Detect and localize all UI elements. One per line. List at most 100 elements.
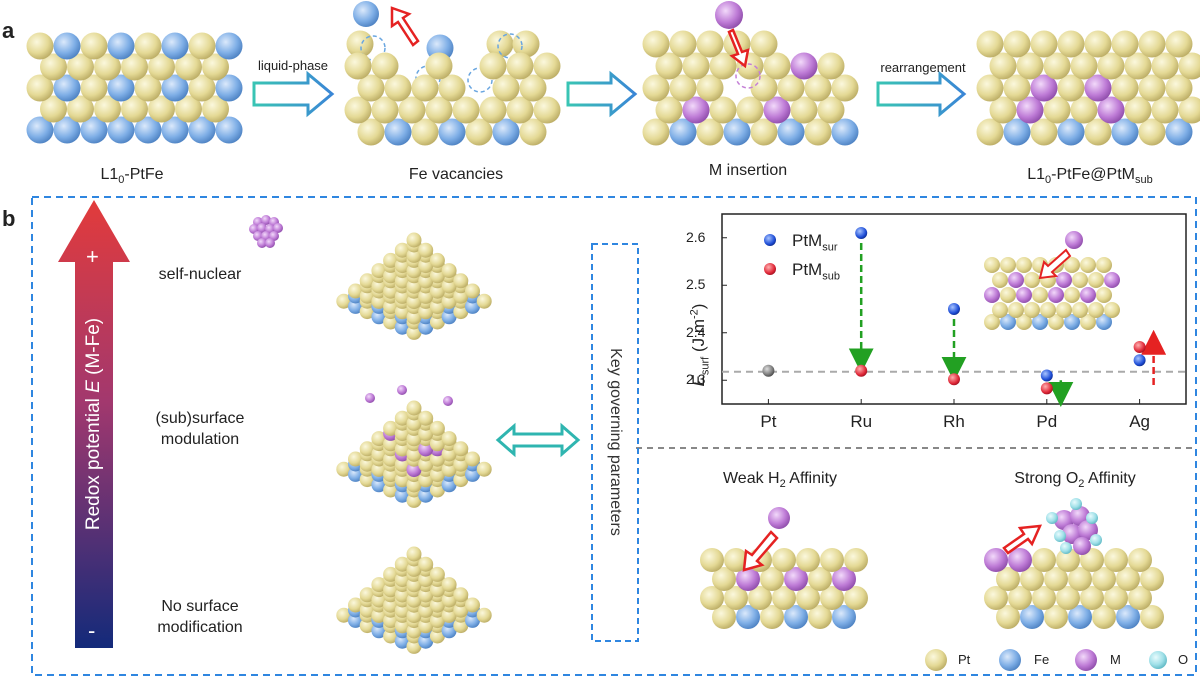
pt-atom [406,232,422,248]
pt-atom [1088,272,1104,288]
pt-atom [406,577,422,593]
cluster-m-atom [265,238,275,248]
pt-atom [394,572,410,588]
pt-atom [1096,287,1112,303]
cluster-m-atom [273,223,283,233]
pt-atom [1128,548,1152,572]
pt-atom [429,613,445,629]
fe-atom [161,74,189,102]
pt-atom [736,96,764,124]
caption-l10-ptfe: L10-PtFe [100,166,164,187]
m-atom [1056,272,1072,288]
fe-atom [53,32,81,60]
pt-atom [438,74,466,102]
pyramid-no-modification [336,546,492,654]
pt-atom [418,602,434,618]
pt-atom [989,96,1017,124]
red-escape-arrow-o2 [1002,524,1043,555]
legend-sphere-fe [999,649,1021,671]
pt-atom [357,118,385,146]
pt-atom [992,272,1008,288]
pt-atom [1116,567,1140,591]
pt-atom [1096,257,1112,273]
m-atom [1016,96,1044,124]
m-atom [418,441,434,457]
pt-atom [808,567,832,591]
pt-atom [359,472,375,488]
pt-atom [406,477,422,493]
pt-atom [418,587,434,603]
arrow-label-rearrangement: rearrangement [880,60,966,75]
pt-atom [394,587,410,603]
y-tick-label: 2.3 [686,371,706,388]
fe-atom [188,116,216,144]
data-point-sub [1133,341,1146,353]
pt-atom [406,638,422,654]
fe-atom [465,612,480,628]
pt-atom [398,96,426,124]
fe-atom [441,477,457,493]
pt-atom [465,597,480,613]
fe-atom [80,116,108,144]
inset-red-arrow [1038,248,1072,280]
pyramid-self-nuclear [249,215,492,340]
x-tick-label: Rh [943,412,965,431]
pt-atom [148,53,175,81]
pt-atom [429,597,445,613]
oxide-cluster-atom [1070,498,1082,510]
pt-atom [808,605,832,629]
pt-atom [465,283,480,299]
pt-atom [371,52,399,80]
pt-atom [1064,287,1080,303]
pt-atom [533,52,561,80]
pt-atom [406,561,422,577]
pt-atom [453,288,469,304]
pt-atom [777,74,805,102]
pt-atom [1178,52,1200,80]
label-weak-h2: Weak H2 Affinity [722,470,838,491]
pt-atom [406,324,422,340]
data-point-pt [762,364,775,377]
flying-m-atom [365,393,375,403]
pt-atom [406,415,422,431]
data-point-sur [1040,369,1053,382]
pt-atom [1000,287,1016,303]
m-atom [1008,548,1032,572]
level-surface-modulation: (sub)surface modulation [155,410,245,448]
pt-atom [1044,605,1068,629]
fe-atom [465,298,480,314]
process-arrow-3 [876,70,967,118]
pt-atom [394,304,410,320]
pt-atom [1032,548,1056,572]
legend-marker-sub [764,263,776,275]
pt-atom [453,304,469,320]
fe-atom [394,487,410,503]
pt-atom [1140,567,1164,591]
pt-atom [1138,30,1166,58]
legend-marker-sur [764,234,776,246]
m-atom [763,96,791,124]
pt-atom [763,52,791,80]
pt-atom [696,118,724,146]
pt-atom [418,410,434,426]
legend-sphere-m [1075,649,1097,671]
pt-atom [406,608,422,624]
pt-atom [1057,74,1085,102]
pt-atom [1024,302,1040,318]
fe-atom [26,116,54,144]
legend-m: M [1110,652,1121,667]
pt-atom [772,548,796,572]
legend-pt: Pt [958,652,971,667]
flying-m-atom [443,396,453,406]
pt-atom [67,53,94,81]
pt-atom [371,278,387,294]
pt-atom [1084,30,1112,58]
pt-atom [1104,586,1128,610]
pt-atom [533,96,561,124]
pt-atom [359,273,375,289]
fe-atom [107,32,135,60]
pt-atom [406,446,422,462]
pt-atom [519,118,547,146]
pt-atom [453,456,469,472]
pt-atom [348,451,363,467]
